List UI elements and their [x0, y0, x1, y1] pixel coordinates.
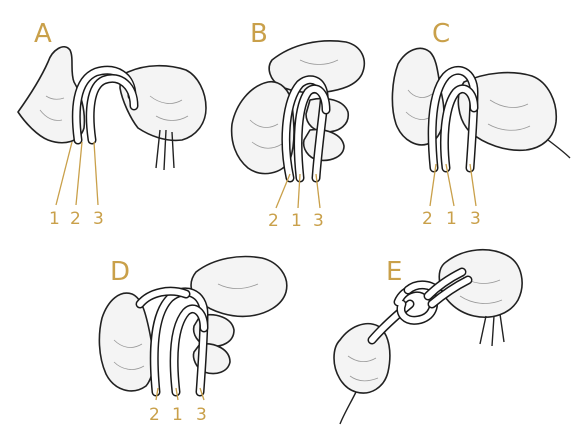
strand-label: 2	[70, 209, 81, 229]
panel-e: E	[334, 250, 522, 424]
strand-label: 1	[49, 209, 60, 229]
strand-label: 2	[149, 405, 160, 425]
strand-label: 1	[172, 405, 183, 425]
panel-d: D 2 1 3	[99, 257, 286, 425]
strand-label: 3	[196, 405, 207, 425]
panel-a: A 1 2 3	[18, 19, 206, 229]
strand-label: 1	[446, 209, 457, 229]
strand-label: 1	[291, 211, 302, 231]
panel-b: B 2 1 3	[232, 19, 365, 231]
strand-label: 2	[268, 211, 279, 231]
strand-label: 2	[422, 209, 433, 229]
strand-label: 3	[93, 209, 104, 229]
strand-label: 3	[313, 211, 324, 231]
panel-c: C 2 1 3	[392, 19, 570, 229]
strand-label: 3	[470, 209, 481, 229]
left-hand-illustration	[99, 293, 153, 391]
panel-letter-b: B	[250, 19, 268, 49]
panel-letter-e: E	[386, 257, 402, 287]
panel-letter-d: D	[110, 257, 130, 287]
panel-letter-a: A	[34, 19, 52, 49]
panel-letter-c: C	[432, 19, 450, 49]
